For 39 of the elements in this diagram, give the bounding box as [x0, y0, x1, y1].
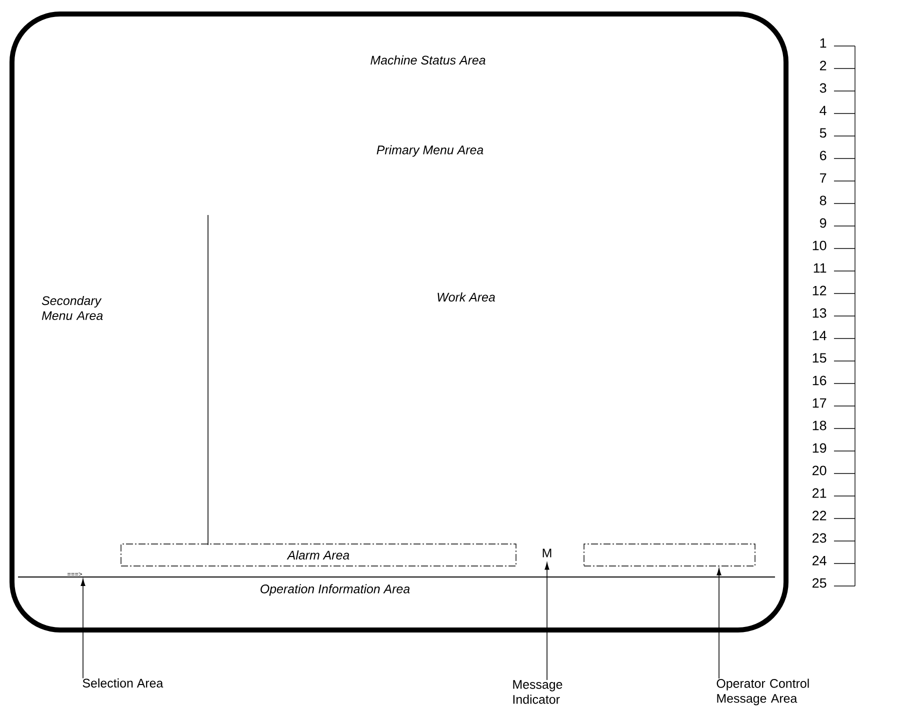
row-number: 10: [812, 240, 826, 250]
row-number: 2: [820, 60, 826, 70]
row-number: 8: [820, 196, 826, 206]
row-number: 25: [812, 578, 826, 588]
row-number: 18: [812, 420, 826, 430]
callout-text: Selection Area: [82, 678, 164, 688]
message-box: [584, 544, 756, 566]
callout-text: Operator Control Message Area: [716, 678, 809, 706]
row-number: 11: [814, 263, 826, 273]
row-number: 13: [812, 308, 826, 318]
indicator-letter: M: [542, 548, 552, 558]
row-number: 15: [812, 353, 826, 363]
row-number: 21: [812, 488, 826, 498]
row-number: 24: [812, 556, 826, 566]
area-label: Operation Information Area: [260, 584, 410, 596]
row-number: 12: [812, 286, 826, 296]
row-number: 20: [812, 466, 826, 476]
area-label: Secondary Menu Area: [42, 296, 103, 320]
row-number: 1: [820, 38, 826, 48]
callout-text: Message Indicator: [513, 680, 562, 704]
row-number: 9: [820, 218, 826, 228]
arrow: [544, 562, 550, 680]
row-number: 14: [812, 330, 826, 340]
row-number: 4: [820, 106, 826, 116]
arrow: [80, 578, 86, 679]
arrow: [716, 568, 722, 679]
area-label: Work Area: [438, 292, 495, 302]
row-number: 6: [820, 150, 826, 160]
area-label: Primary Menu Area: [376, 145, 484, 157]
alarm-box: Alarm Area: [120, 544, 516, 566]
row-number: 5: [820, 128, 826, 138]
row-number: 3: [820, 83, 826, 93]
row-number: 22: [812, 510, 826, 520]
row-number: 17: [812, 398, 826, 408]
row-number: 19: [812, 443, 826, 453]
area-label: Machine Status Area: [370, 55, 486, 65]
row-number: 23: [812, 533, 826, 543]
row-number: 7: [820, 173, 826, 183]
row-number: 16: [812, 376, 826, 386]
